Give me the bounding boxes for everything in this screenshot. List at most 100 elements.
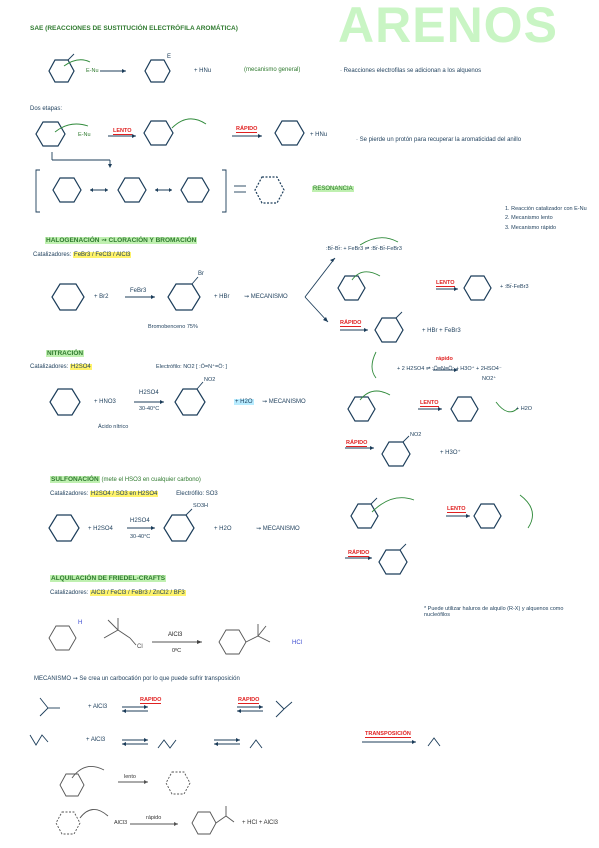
sulfonation-electrophile: Electrófilo: SO3 bbox=[176, 491, 218, 497]
alkylation-mechanism-note: MECANISMO ⇝ Se crea un carbocatión por l… bbox=[34, 676, 240, 682]
nitration-mech-eq: + 2 H2SO4 ⇌ :Ö=N=Ö: + H3O⁺ + 2HSO4⁻ bbox=[397, 366, 502, 372]
halogen-step-1: 1. Reacción catalizador con E-Nu bbox=[505, 206, 587, 212]
alkylation-heading: ALQUILACIÓN DE FRIEDEL-CRAFTS bbox=[50, 575, 167, 582]
alkylation-note: * Puede utilizar haluros de alquilo (R-X… bbox=[424, 606, 564, 619]
step-hnu: + HNu bbox=[310, 132, 328, 138]
halogen-complex2: + :Br̈-FeBr3 bbox=[500, 284, 529, 290]
benzene-ring bbox=[48, 59, 75, 83]
alkylation-heading-text: ALQUILACIÓN DE FRIEDEL-CRAFTS bbox=[50, 575, 167, 582]
alk-row2-alcl3: + AlCl3 bbox=[86, 737, 106, 743]
sulfonation-fast: RÁPIDO bbox=[348, 550, 370, 558]
benzene-ring bbox=[48, 625, 77, 651]
nitration-heading-text: NITRACIÓN bbox=[46, 350, 85, 357]
fast-label: RÁPIDO bbox=[236, 126, 258, 134]
halogen-catalysts-row: Catalizadores: FeBr3 / FeCl3 / AlCl3 bbox=[33, 252, 132, 259]
halogen-mechanism: ⇝ MECANISMO bbox=[244, 294, 288, 300]
sulfonation-water: + H2O bbox=[214, 526, 232, 532]
nitration-no2plus: NO2⁺ bbox=[482, 376, 497, 382]
benzene-ring bbox=[274, 120, 305, 146]
alk-row1-fast2: RAPIDO bbox=[238, 697, 260, 705]
halogen-product-sub: Br bbox=[198, 271, 204, 277]
nitration-slow: LENTO bbox=[420, 400, 439, 408]
two-steps-reagent: E-Nu bbox=[78, 132, 91, 138]
sulfonation-catalysts-row: Catalizadores: H2SO4 / SO3 en H2SO4 Elec… bbox=[50, 491, 218, 498]
halogen-step-3: 3. Mecanismo rápido bbox=[505, 224, 557, 231]
nitration-product-sub2: NO2 bbox=[410, 432, 422, 438]
nitration-catalysts-row: Catalizadores: H2SO4 bbox=[30, 364, 92, 371]
bottom-alcl3: AlCl3 bbox=[114, 820, 128, 826]
nitration-h3o: + H3O⁺ bbox=[440, 450, 461, 456]
nitrobenzene-ring bbox=[174, 388, 206, 416]
halogen-fast: RÁPIDO bbox=[340, 320, 362, 328]
nitration-cond-top: H2SO4 bbox=[139, 390, 159, 396]
benzene-ring bbox=[35, 121, 66, 147]
halogen-heading-text: HALOGENACIÓN ⇝ CLORACIÓN Y BROMACIÓN bbox=[45, 237, 198, 244]
nitration-fast-small: rápido bbox=[436, 356, 453, 362]
halogen-catalysts-label: Catalizadores: bbox=[33, 252, 72, 258]
sulfonation-cond-top: H2SO4 bbox=[130, 518, 150, 524]
nitration-product-sub: NO2 bbox=[204, 377, 216, 383]
nitration-reagent-name: Ácido nítrico bbox=[98, 424, 129, 430]
nitration-cond-bottom: 30-40°C bbox=[139, 406, 160, 412]
halogen-product-name: Bromobenceno 75% bbox=[148, 324, 198, 330]
bottom-slow: lento bbox=[124, 774, 136, 780]
nitration-catalysts: H2SO4 bbox=[70, 364, 92, 370]
halogen-steps: 1. Reacción catalizador con E-Nu 2. Meca… bbox=[505, 206, 587, 231]
alkylation-catalysts: AlCl3 / FeCl3 / FeBr3 / ZnCl2 / BF3 bbox=[90, 590, 186, 596]
sulfonation-mechanism: ⇝ MECANISMO bbox=[256, 526, 300, 532]
alk-row1-fast: RAPIDO bbox=[140, 697, 162, 705]
arenium-ring bbox=[143, 120, 174, 146]
nitration-reagent: + HNO3 bbox=[94, 399, 116, 405]
benzene-ring bbox=[49, 388, 81, 416]
alkylation-hcl: HCl bbox=[292, 640, 302, 646]
sae-note: · Reacciones electrofilas se adicionan a… bbox=[340, 68, 482, 74]
two-steps-label: Dos etapas: bbox=[30, 106, 63, 112]
sae-product-hnu: + HNu bbox=[194, 68, 212, 74]
benzene-ring bbox=[51, 283, 85, 311]
nitration-heading: NITRACIÓN bbox=[46, 350, 85, 357]
alkylation-h-label: H bbox=[78, 620, 83, 626]
halogen-catalysts: FeBr3 / FeCl3 / AlCl3 bbox=[73, 252, 132, 258]
sulfonation-note: (mete el HSO3 en cualquier carbono) bbox=[101, 477, 201, 483]
bottom-fast: rápido bbox=[146, 815, 162, 821]
halogen-complex1: :Br̈-Br̈: + FeBr3 ⇌ :Br̈-Br̈-FeBr3 bbox=[326, 246, 402, 252]
benzenesulfonic-ring bbox=[163, 514, 195, 542]
nitration-water-text: + H2O bbox=[234, 399, 254, 405]
sulfonation-heading: SULFONACIÓN (mete el HSO3 en cualquier c… bbox=[50, 476, 201, 484]
sulfonation-slow: LENTO bbox=[447, 506, 466, 514]
sae-note2: · Se pierde un protón para recuperar la … bbox=[356, 137, 522, 143]
halogen-slow: LENTO bbox=[436, 280, 455, 288]
sulfonation-catalysts: H2SO4 / SO3 en H2SO4 bbox=[90, 491, 159, 497]
curved-arrow bbox=[54, 123, 89, 133]
bromobenzene-ring bbox=[167, 283, 201, 311]
page-title: ARENOS bbox=[338, 0, 558, 53]
halogen-byproduct: + HBr bbox=[214, 294, 230, 300]
halogen-reagent: + Br2 bbox=[94, 294, 109, 300]
halogen-step-2: 2. Mecanismo lento bbox=[505, 215, 553, 222]
sae-reagent-label: E-Nu bbox=[86, 68, 99, 74]
bottom-final: + HCl + AlCl3 bbox=[242, 820, 279, 826]
sae-mechanism-general: (mecanismo general) bbox=[244, 67, 301, 73]
resonance-label: RESONANCIA bbox=[312, 186, 354, 193]
benzene-ring bbox=[144, 59, 171, 83]
alkylation-cl-label: Cl bbox=[137, 644, 143, 650]
alkylation-catalysts-label: Catalizadores: bbox=[50, 590, 89, 596]
benzene-ring bbox=[48, 514, 80, 542]
tert-butylbenzene-ring bbox=[218, 629, 247, 655]
alk-transposition: TRANSPOSICIÓN bbox=[365, 731, 411, 739]
nitration-catalysts-label: Catalizadores: bbox=[30, 364, 69, 370]
alk-row1-alcl3: + AlCl3 bbox=[88, 704, 108, 710]
curved-arrow bbox=[63, 59, 91, 67]
nitration-electrophile: Electrófilo: NO2 [ :Ö=N⁺=Ö: ] bbox=[156, 364, 228, 370]
alkylation-temp: 0ºC bbox=[172, 648, 182, 654]
halogen-heading: HALOGENACIÓN ⇝ CLORACIÓN Y BROMACIÓN bbox=[45, 236, 198, 244]
resonance-text: RESONANCIA bbox=[312, 186, 354, 192]
sulfonation-catalysts-label: Catalizadores: bbox=[50, 491, 89, 497]
slow-label: LENTO bbox=[113, 128, 132, 136]
halogen-catalyst-arrow: FeBr3 bbox=[130, 288, 147, 294]
sulfonation-heading-text: SULFONACIÓN bbox=[50, 476, 100, 483]
sulfonation-reagent: + H2SO4 bbox=[88, 526, 113, 532]
sae-product-e: E bbox=[167, 54, 172, 60]
sulfonation-product-sub: SO3H bbox=[193, 503, 208, 509]
